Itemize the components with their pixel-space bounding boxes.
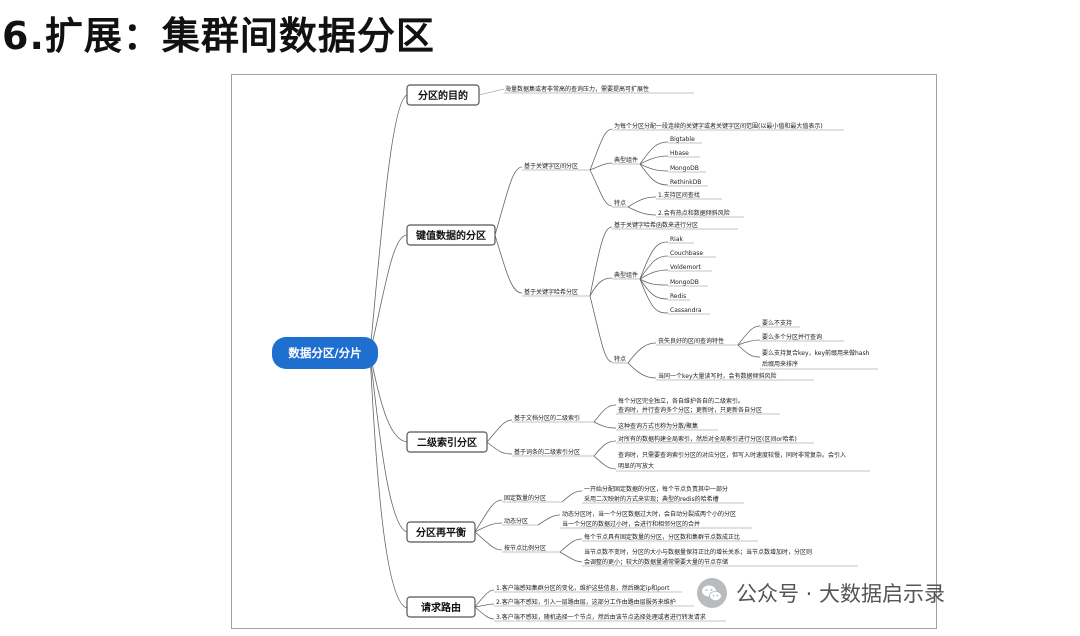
- routing-item: 2.客户端不感知，引入一层路由层，这部分工作由路由层服务来维护: [496, 598, 676, 606]
- watermark-text: 公众号 · 大数据启示录: [736, 582, 946, 606]
- mind-map-frame: 数据分区/分片 分区的目的 键值数据的分区 二级索引分区 分区再平衡 请求路由 …: [231, 74, 937, 629]
- index-term-desc: 明显的写放大: [618, 462, 654, 470]
- rebalance-proportional-line: 当节点数不变时，分区的大小与数据量保持正比的增长关系；当节点数增加时，分区则: [584, 548, 812, 556]
- rebalance-dynamic-line: 动态分区时，当一个分区数据过大时，会自动分裂成两个小的分区: [562, 510, 736, 518]
- kv-hash-component: MongoDB: [670, 279, 699, 286]
- index-term-desc: 对所有的数据构建全局索引，然后对全局索引进行分区(区间or哈希): [618, 435, 797, 443]
- rebalance-proportional-line: 每个节点具有固定数量的分区，分区数和集群节点数成正比: [584, 533, 740, 541]
- branch-routing[interactable]: 请求路由: [406, 596, 476, 618]
- routing-item: 3.客户端不感知，随机选择一个节点，然后由该节点选择处理或者进行转发请求: [496, 613, 706, 621]
- kv-hash-lost-item: 要么不支持: [762, 319, 792, 327]
- branch-kv[interactable]: 键值数据的分区: [406, 224, 496, 246]
- kv-range-features-label: 特点: [614, 199, 626, 207]
- purpose-note: 海量数据集或者非常高的查询压力，需要提高可扩展性: [505, 85, 649, 93]
- kv-range-component: RethinkDB: [670, 179, 701, 186]
- root-node[interactable]: 数据分区/分片: [272, 337, 378, 369]
- index-doc-desc: 每个分区完全独立，各自维护各自的二级索引。: [618, 397, 744, 405]
- wechat-icon: [697, 578, 727, 608]
- kv-range-desc: 为每个分区分配一段连续的关键字或者关键字区间范围(以最小值和最大值表示): [614, 122, 823, 130]
- kv-hash-component: Couchbase: [670, 250, 703, 257]
- mind-map: 数据分区/分片 分区的目的 键值数据的分区 二级索引分区 分区再平衡 请求路由 …: [272, 84, 878, 622]
- index-term-label: 基于词条的二级索引分区: [514, 448, 580, 456]
- svg-text:键值数据的分区: 键值数据的分区: [415, 229, 486, 242]
- kv-hash-features-label: 特点: [614, 355, 626, 363]
- routing-item: 1.客户端感知集群分区的变化，维护这些信息，然后确定ip和port: [496, 584, 670, 592]
- svg-text:二级索引分区: 二级索引分区: [417, 436, 477, 449]
- root-label: 数据分区/分片: [288, 346, 361, 360]
- branch-index[interactable]: 二级索引分区: [406, 431, 488, 453]
- kv-hash-component: Cassandra: [670, 307, 702, 314]
- kv-hash-component: Redis: [670, 293, 686, 300]
- kv-hash-composite: 后缀用来排序: [762, 360, 798, 368]
- index-doc-label: 基于文档分区的二级索引: [514, 414, 580, 422]
- rebalance-fixed-line: 一开始分配固定数据的分区，每个节点负责其中一部分: [584, 485, 728, 493]
- kv-hash-components-label: 典型组件: [614, 271, 638, 279]
- rebalance-dynamic-line: 当一个分区的数据过小时，会进行和相邻分区的合并: [562, 520, 700, 528]
- kv-range-component: Hbase: [670, 150, 689, 157]
- branch-rebalance[interactable]: 分区再平衡: [406, 521, 476, 543]
- rebalance-proportional-line: 会调整的更小；较大的数据量通常需要大量的节点存储: [584, 558, 728, 566]
- rebalance-fixed-line: 采用二次映射的方式来实现；典型的redis的哈希槽: [584, 495, 719, 503]
- svg-text:分区再平衡: 分区再平衡: [416, 526, 466, 539]
- rebalance-fixed-label: 固定数量的分区: [504, 494, 546, 502]
- watermark: 公众号 · 大数据启示录: [696, 575, 945, 611]
- branch-purpose[interactable]: 分区的目的: [406, 84, 480, 106]
- root-connectors: [369, 94, 408, 609]
- kv-range-label: 基于关键字区间分区: [524, 162, 578, 170]
- kv-hash-desc: 基于关键字哈希函数来进行分区: [614, 221, 698, 229]
- kv-range-component: Bigtable: [670, 136, 695, 143]
- page-title: 6.扩展：集群间数据分区: [2, 14, 435, 58]
- kv-range-feature: 1.支持区间查找: [658, 191, 700, 199]
- kv-hash-hot-key: 当同一个key大量读写时，会有数据倾斜风险: [658, 372, 777, 380]
- rebalance-dynamic-label: 动态分区: [504, 517, 528, 525]
- index-term-desc: 查询时，只需要查询索引分区的对应分区，但写入时速度较慢，同时非常复杂。会引入: [618, 451, 846, 459]
- svg-text:请求路由: 请求路由: [421, 601, 461, 614]
- svg-text:分区的目的: 分区的目的: [418, 89, 468, 102]
- kv-range-component: MongoDB: [670, 165, 699, 172]
- index-doc-desc: 查询时，并行查询多个分区；更新时，只更新各自分区: [618, 406, 762, 414]
- kv-hash-composite: 要么支持复合key，key前缀用来做hash: [762, 349, 870, 357]
- kv-hash-component: Voldemort: [670, 264, 701, 271]
- index-doc-desc: 这种查询方式也称为分散/聚集: [618, 422, 698, 430]
- kv-hash-lost-item: 要么多个分区并行查询: [762, 333, 822, 341]
- rebalance-proportional-label: 按节点比例分区: [504, 544, 546, 552]
- kv-hash-lost-query: 丧失良好的区间查询特性: [658, 337, 724, 345]
- kv-hash-label: 基于关键字哈希分区: [524, 288, 578, 296]
- kv-range-components-label: 典型组件: [614, 156, 638, 164]
- kv-range-feature: 2.会有热点和数据倾斜风险: [658, 209, 730, 217]
- kv-hash-component: Riak: [670, 236, 684, 243]
